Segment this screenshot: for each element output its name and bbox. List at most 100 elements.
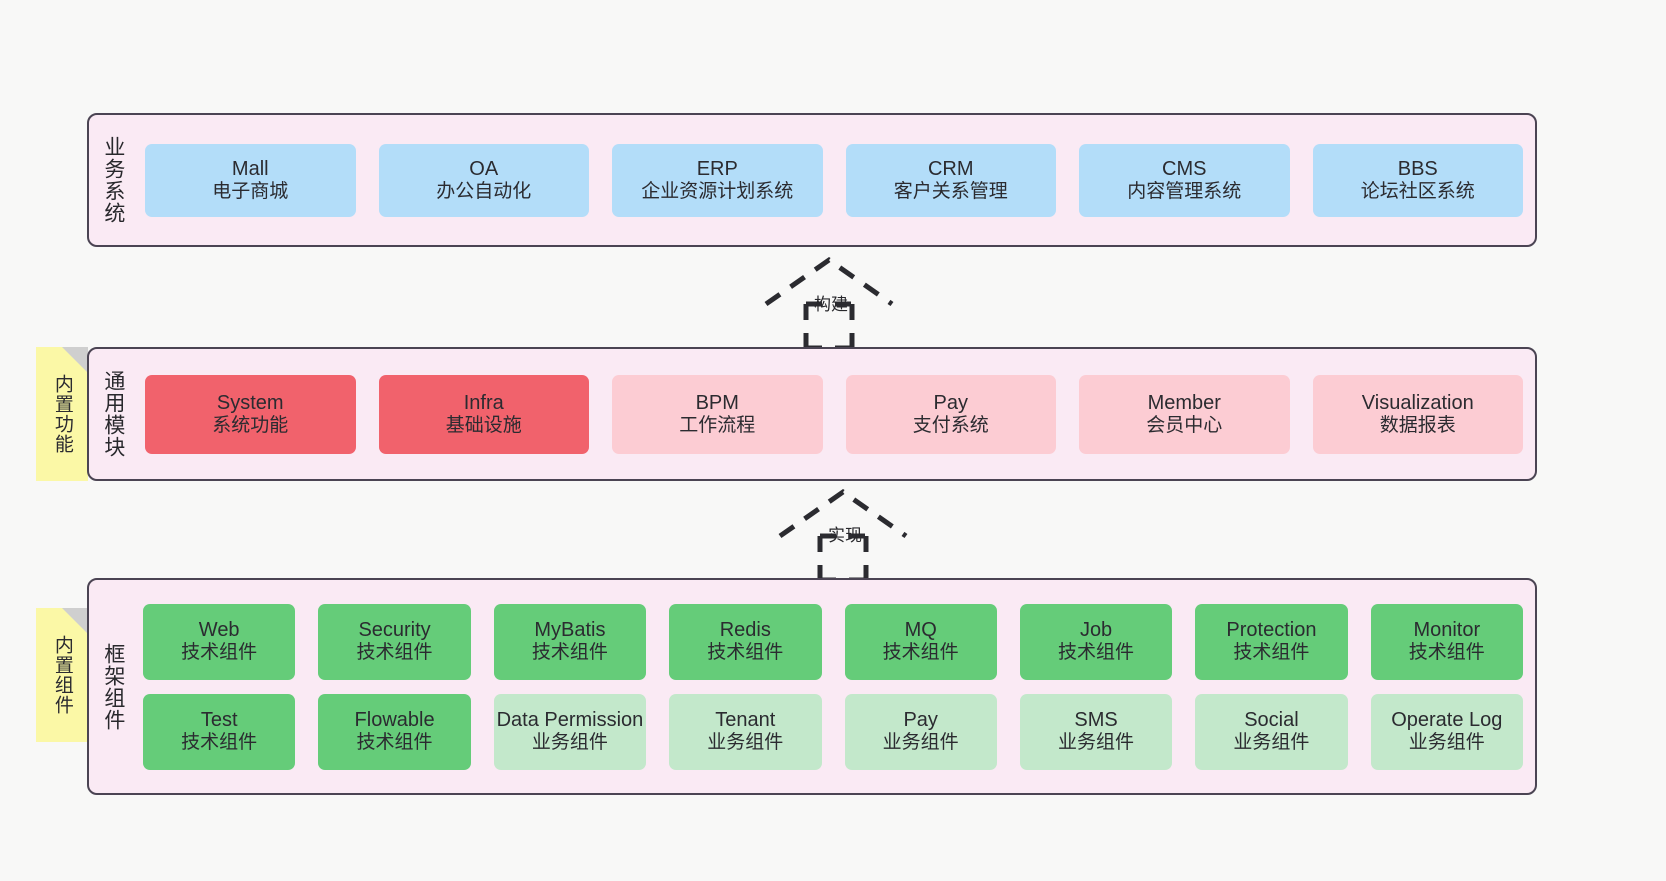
card-desc: 技术组件 [1233,642,1310,664]
card-desc: 技术组件 [1058,642,1135,664]
component-card-protection[interactable]: Protection 技术组件 [1195,603,1348,680]
card-name: Security [358,619,431,642]
business-card-mall[interactable]: Mall 电子商城 [145,143,356,217]
component-card-mybatis[interactable]: MyBatis 技术组件 [493,603,647,680]
card-desc: 技术组件 [181,642,258,664]
card-desc: 电子商城 [212,180,289,202]
layer-title-common: 通用模块 [101,370,125,458]
module-card-bpm[interactable]: BPM 工作流程 [612,374,823,454]
component-card-mq[interactable]: MQ 技术组件 [844,603,997,680]
card-desc: 业务组件 [1058,732,1135,754]
card-name: Test [200,709,238,732]
card-desc: 技术组件 [1408,642,1485,664]
card-desc: 业务组件 [707,732,784,754]
card-desc: 业务组件 [1408,732,1485,754]
card-desc: 支付系统 [912,414,989,436]
component-card-tenant[interactable]: Tenant 业务组件 [669,693,822,770]
card-desc: 技术组件 [707,642,784,664]
card-desc: 业务组件 [882,732,959,754]
card-desc: 业务组件 [531,732,608,754]
module-card-pay[interactable]: Pay 支付系统 [845,374,1056,454]
layer-title-framework: 框架组件 [101,642,125,731]
card-name: Pay [903,709,938,732]
business-card-crm[interactable]: CRM 客户关系管理 [845,143,1056,217]
card-name: Operate Log [1391,709,1503,732]
card-desc: 基础设施 [445,414,522,436]
component-card-test[interactable]: Test 技术组件 [143,693,296,770]
card-name: Protection [1226,619,1317,642]
note-label: 内置功能 [51,374,73,454]
card-desc: 技术组件 [531,642,608,664]
card-desc: 技术组件 [356,732,433,754]
component-card-sms[interactable]: SMS 业务组件 [1019,693,1173,770]
card-desc: 技术组件 [356,642,433,664]
card-name: Tenant [715,709,776,732]
connector-implement-label: 实现 [828,526,862,545]
card-name: Mall [231,157,269,180]
business-card-oa[interactable]: OA 办公自动化 [378,143,589,217]
note-builtin-components: 内置组件 [36,608,88,742]
card-desc: 客户关系管理 [893,180,1008,202]
business-card-bbs[interactable]: BBS 论坛社区系统 [1312,143,1523,217]
module-card-infra[interactable]: Infra 基础设施 [378,374,589,454]
card-name: CMS [1162,157,1207,180]
business-card-cms[interactable]: CMS 内容管理系统 [1079,143,1290,217]
note-fold-icon [62,608,88,634]
card-name: MyBatis [534,619,606,642]
layer-title-business: 业务系统 [101,136,125,224]
note-fold-icon [62,347,88,373]
card-name: Job [1079,619,1113,642]
card-name: BBS [1397,157,1438,180]
module-card-system[interactable]: System 系统功能 [145,374,356,454]
card-name: SMS [1074,709,1118,732]
card-name: Member [1147,391,1221,414]
card-desc: 办公自动化 [436,180,532,202]
card-desc: 系统功能 [212,414,289,436]
layer-business-systems: 业务系统 Mall 电子商城 OA 办公自动化 ERP 企业资源计划系统 CRM… [87,113,1537,247]
card-name: OA [469,157,499,180]
card-name: Pay [933,391,968,414]
card-name: CRM [927,157,974,180]
framework-card-grid: Web 技术组件 Security 技术组件 MyBatis 技术组件 Redi… [137,580,1535,793]
note-builtin-features: 内置功能 [36,347,88,481]
framework-row-tech: Web 技术组件 Security 技术组件 MyBatis 技术组件 Redi… [143,603,1523,680]
component-card-redis[interactable]: Redis 技术组件 [669,603,822,680]
card-name: Data Permission [496,709,644,732]
card-name: Infra [463,391,504,414]
connector-implement-arrow [758,484,938,589]
component-card-flowable[interactable]: Flowable 技术组件 [318,693,471,770]
component-card-operate-log[interactable]: Operate Log 业务组件 [1370,693,1523,770]
common-card-list: System 系统功能 Infra 基础设施 BPM 工作流程 Pay 支付系统… [137,349,1535,479]
component-card-security[interactable]: Security 技术组件 [318,603,471,680]
layer-framework-components: 框架组件 Web 技术组件 Security 技术组件 MyBatis 技术组件… [87,578,1537,795]
module-card-member[interactable]: Member 会员中心 [1079,374,1290,454]
connector-build-arrow [744,252,924,357]
card-desc: 内容管理系统 [1127,180,1242,202]
component-card-data-permission[interactable]: Data Permission 业务组件 [493,693,647,770]
module-card-visualization[interactable]: Visualization 数据报表 [1312,374,1523,454]
card-name: Visualization [1361,391,1474,414]
component-card-social[interactable]: Social 业务组件 [1195,693,1348,770]
component-card-web[interactable]: Web 技术组件 [143,603,296,680]
card-desc: 会员中心 [1146,414,1223,436]
component-card-job[interactable]: Job 技术组件 [1019,603,1173,680]
card-name: MQ [904,619,937,642]
note-label: 内置组件 [51,635,73,715]
card-desc: 数据报表 [1379,414,1456,436]
business-card-list: Mall 电子商城 OA 办公自动化 ERP 企业资源计划系统 CRM 客户关系… [137,115,1535,245]
connector-build-label: 构建 [814,295,848,314]
card-name: Social [1244,709,1299,732]
card-name: Redis [719,619,771,642]
card-name: Monitor [1413,619,1481,642]
card-desc: 技术组件 [882,642,959,664]
business-card-erp[interactable]: ERP 企业资源计划系统 [612,143,823,217]
component-card-pay[interactable]: Pay 业务组件 [844,693,997,770]
card-name: BPM [695,391,739,414]
card-name: Web [198,619,240,642]
component-card-monitor[interactable]: Monitor 技术组件 [1370,603,1523,680]
card-desc: 论坛社区系统 [1360,180,1475,202]
card-desc: 企业资源计划系统 [641,180,794,202]
layer-common-modules: 通用模块 System 系统功能 Infra 基础设施 BPM 工作流程 Pay… [87,347,1537,481]
card-name: ERP [696,157,738,180]
